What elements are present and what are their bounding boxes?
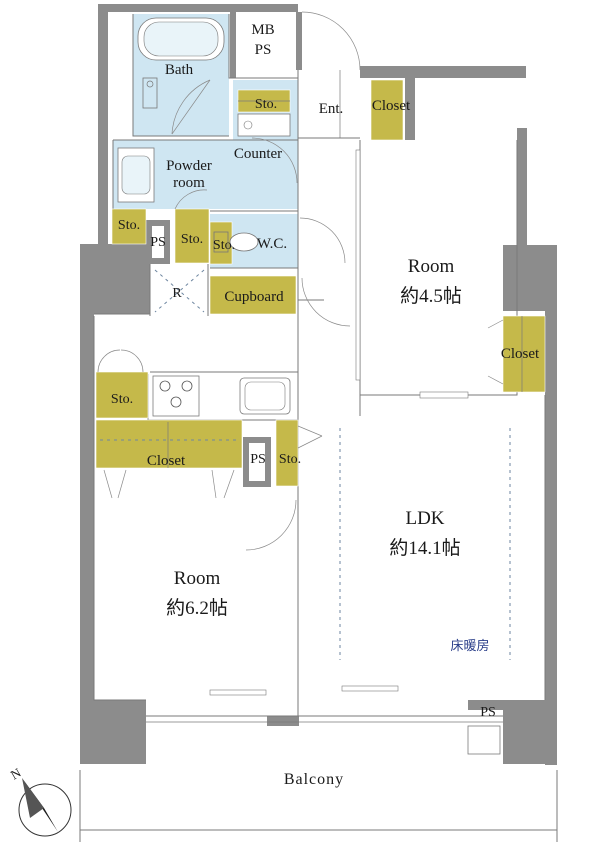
label-refrigerator: R (172, 286, 182, 301)
storage-blocks (95, 79, 546, 487)
balcony (79, 725, 558, 842)
label-powder: Powder (166, 158, 212, 174)
label-closet-east-text: Closet (501, 346, 540, 362)
label-closet-west: Closet (147, 453, 186, 469)
label-sto-center: Sto. (181, 232, 203, 247)
label-ps-center: PS (150, 235, 166, 250)
label-sto-left: Sto. (118, 218, 140, 233)
label-sto-wc: Sto. (213, 238, 235, 253)
label-ldk: LDK (405, 508, 444, 529)
kitchen-sink (239, 377, 291, 415)
walls (80, 4, 557, 765)
label-sto-kitchen: Sto. (111, 392, 133, 407)
label-floor-heating: 床暖房 (450, 638, 489, 653)
label-room-east: Room (408, 256, 455, 277)
doors (97, 11, 504, 551)
bathtub (137, 17, 225, 61)
label-room-west-size: 約6.2帖 (166, 597, 228, 619)
washing-machine-pan (237, 113, 291, 137)
label-sto-west: Sto. (279, 452, 301, 467)
label-bath: Bath (165, 62, 194, 78)
label-room-east-size: 約4.5帖 (400, 285, 462, 307)
toilet (213, 231, 259, 253)
bath-shower-fixture (142, 77, 158, 109)
washbasin (117, 147, 155, 203)
label-sto-counter: Sto. (255, 97, 277, 112)
label-counter: Counter (234, 146, 282, 162)
label-room-powder: room (173, 175, 205, 191)
label-room-west: Room (174, 568, 221, 589)
label-entrance: Ent. (319, 101, 344, 117)
storage-dividers (100, 100, 523, 468)
north-compass-icon (18, 778, 72, 837)
label-ldk-size: 約14.1帖 (389, 537, 460, 559)
label-wc: W.C. (257, 236, 287, 252)
label-mb: MB (251, 22, 274, 38)
label-ps-west: PS (250, 452, 266, 467)
label-cupboard: Cupboard (224, 289, 284, 305)
label-balcony: Balcony (284, 771, 344, 788)
label-ps-balcony: PS (480, 705, 496, 720)
windows (209, 149, 469, 696)
stove (152, 375, 200, 417)
label-ps-mb: PS (255, 42, 272, 58)
label-north: N (8, 764, 24, 782)
label-closet-entrance: Closet (372, 98, 411, 114)
